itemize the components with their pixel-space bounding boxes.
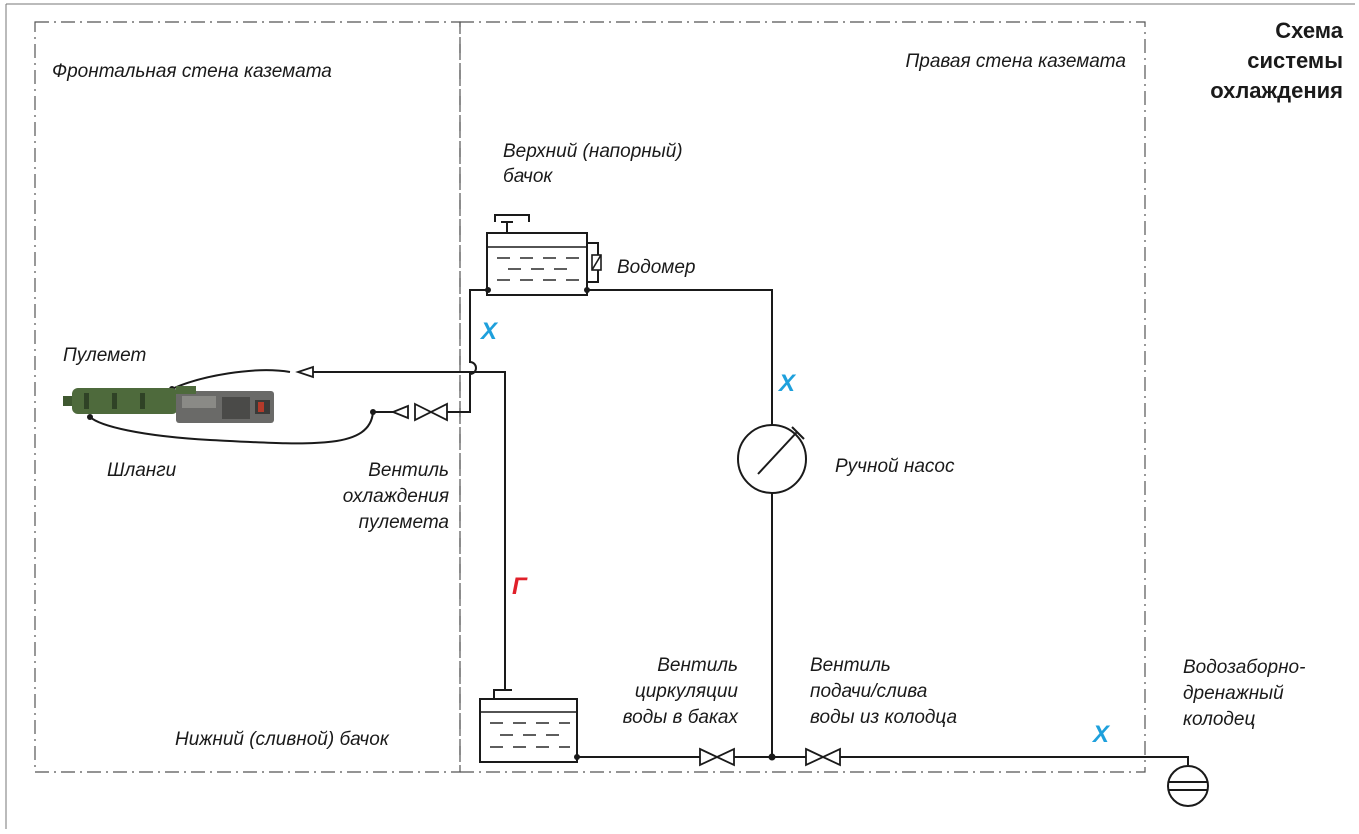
check-valve-supply: [390, 404, 409, 420]
water-meter-label: Водомер: [617, 257, 695, 278]
lower-tank: [479, 689, 578, 763]
cold-marker-well: Х: [1091, 721, 1111, 748]
upper-tank-label-line-2: бачок: [503, 166, 553, 187]
well-valve: [805, 747, 841, 767]
cold-marker-left: Х: [479, 318, 499, 345]
well-label-line-1: Водозаборно-: [1183, 657, 1305, 678]
diagram-frame: [5, 3, 1355, 829]
check-valve-return: [295, 365, 314, 379]
circ-valve-label-line-2: циркуляции: [635, 681, 739, 702]
hand-pump-label: Ручной насос: [835, 456, 955, 477]
well-symbol: [1167, 765, 1209, 807]
well-valve-label-line-3: воды из колодца: [810, 707, 957, 728]
well-label-line-2: дренажный: [1183, 683, 1284, 704]
diagram-title-line-2: системы: [1247, 48, 1343, 73]
machine-gun-label: Пулемет: [63, 345, 146, 366]
cold-marker-pump: Х: [777, 370, 797, 397]
gun-cooling-valve: [414, 402, 448, 422]
upper-tank-label-line-1: Верхний (напорный): [503, 141, 683, 162]
front-wall-label: Фронтальная стена каземата: [52, 61, 332, 82]
water-meter-gauge: [587, 242, 602, 283]
diagram-title-line-1: Схема: [1275, 18, 1344, 43]
circulation-valve: [699, 747, 735, 767]
gun-valve-label-line-1: Вентиль: [368, 460, 449, 481]
right-wall-boundary: [459, 21, 1146, 773]
diagram-title-line-3: охлаждения: [1210, 78, 1343, 103]
right-wall-label: Правая стена каземата: [906, 51, 1126, 72]
front-wall-boundary: [34, 21, 461, 773]
pipe-network: [89, 289, 1189, 765]
upper-tank: [486, 214, 588, 296]
machine-gun-image: [63, 386, 274, 423]
circ-valve-label-line-1: Вентиль: [657, 655, 738, 676]
hoses-label: Шланги: [107, 460, 177, 481]
hand-pump: [737, 424, 807, 494]
circ-valve-label-line-3: воды в баках: [623, 707, 740, 728]
well-label-line-3: колодец: [1183, 709, 1255, 730]
well-valve-label-line-1: Вентиль: [810, 655, 891, 676]
hot-marker: Г: [512, 573, 528, 600]
gun-valve-label-line-3: пулемета: [359, 512, 449, 533]
lower-tank-label: Нижний (сливной) бачок: [175, 729, 390, 750]
well-valve-label-line-2: подачи/слива: [810, 681, 927, 702]
gun-valve-label-line-2: охлаждения: [343, 486, 449, 507]
